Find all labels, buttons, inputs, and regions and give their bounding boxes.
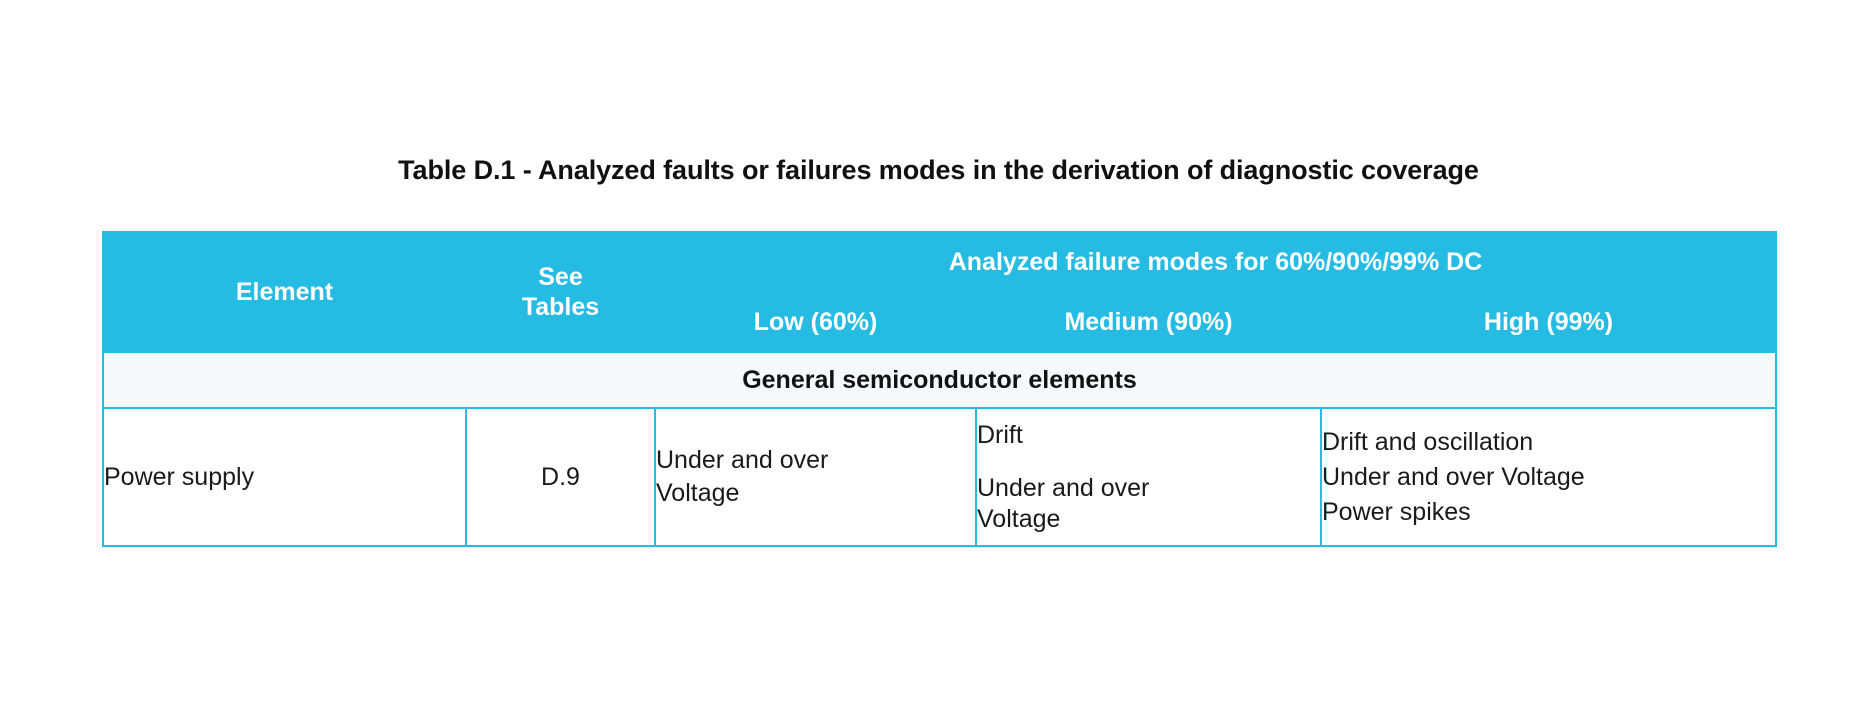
page-title: Table D.1 - Analyzed faults or failures … — [398, 155, 1479, 185]
section-row-general-semiconductor-elements: General semiconductor elements — [102, 351, 1777, 409]
table-body: General semiconductor elements Power sup… — [102, 351, 1777, 547]
column-header-medium-label: Medium (90%) — [1064, 307, 1233, 336]
table-head: Element See Tables Analyzed failure mode… — [102, 231, 1777, 353]
table-container: Element See Tables Analyzed failure mode… — [102, 231, 1777, 547]
cell-high-line-2: Under and over Voltage — [1322, 462, 1585, 491]
cell-high: Drift and oscillation Under and over Vol… — [1320, 407, 1777, 547]
cell-low-lines: Under and over Voltage — [656, 445, 975, 509]
column-header-medium: Medium (90%) — [975, 291, 1322, 353]
column-header-low: Low (60%) — [654, 291, 977, 353]
header-row-secondary: Low (60%) Medium (90%) High (99%) — [103, 291, 1777, 353]
column-header-group-analyzed-failure-modes: Analyzed failure modes for 60%/90%/99% D… — [654, 231, 1777, 293]
cell-low: Under and over Voltage — [654, 407, 977, 547]
cell-high-line-1: Drift and oscillation — [1322, 427, 1534, 456]
column-header-high-label: High (99%) — [1483, 307, 1614, 336]
column-header-low-label: Low (60%) — [753, 307, 878, 336]
cell-medium-line-2: Under and over — [977, 473, 1150, 502]
diagnostic-coverage-table: Element See Tables Analyzed failure mode… — [102, 231, 1777, 547]
table-row: Power supply D.9 Under and over Voltage … — [102, 407, 1777, 547]
column-header-see-tables-line1: See — [538, 262, 583, 291]
cell-medium-line-3: Voltage — [977, 504, 1061, 533]
column-header-group-label: Analyzed failure modes for 60%/90%/99% D… — [948, 247, 1483, 276]
column-header-see-tables-line2: Tables — [521, 293, 600, 321]
cell-low-line-1: Under and over — [656, 446, 829, 474]
column-header-element-label: Element — [235, 277, 334, 306]
cell-low-line-2: Voltage — [656, 479, 740, 507]
cell-high-line-3: Power spikes — [1322, 497, 1471, 526]
cell-medium-lines: Drift Under and over Voltage — [977, 420, 1320, 535]
cell-high-lines: Drift and oscillation Under and over Vol… — [1322, 427, 1775, 528]
cell-medium-line-1: Drift — [977, 420, 1023, 449]
header-row-primary: Element See Tables Analyzed failure mode… — [102, 231, 1777, 353]
column-header-high: High (99%) — [1320, 291, 1777, 353]
column-header-element: Element — [102, 231, 467, 353]
cell-see-tables: D.9 — [465, 407, 656, 547]
cell-medium: Drift Under and over Voltage — [975, 407, 1322, 547]
section-row-label: General semiconductor elements — [102, 351, 1777, 409]
column-header-see-tables: See Tables — [465, 231, 656, 353]
cell-element: Power supply — [102, 407, 467, 547]
